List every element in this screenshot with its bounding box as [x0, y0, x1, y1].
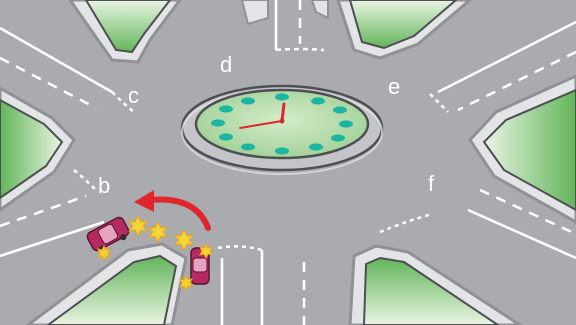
- clock-hands: [239, 102, 286, 129]
- island-right: [468, 74, 576, 224]
- exit-label-f: f: [428, 171, 435, 196]
- island-bottom-right: [348, 244, 523, 325]
- island-top-right: [336, 0, 473, 60]
- turn-arrow-icon: [134, 190, 211, 231]
- exit-label-b: b: [98, 173, 110, 198]
- exit-label-c: c: [128, 83, 139, 108]
- indicator-flash-icon: [97, 214, 213, 292]
- clock-icon: [194, 88, 370, 160]
- island-top-middle: [240, 0, 329, 26]
- exit-label-d: d: [220, 52, 232, 77]
- island-left: [0, 86, 76, 212]
- island-top-left: [68, 0, 182, 64]
- car-icon-bottom: [190, 247, 210, 285]
- central-island: [180, 84, 384, 175]
- exit-label-e: e: [388, 74, 400, 99]
- island-bottom-left: [25, 242, 188, 325]
- clock-dots: [211, 93, 353, 155]
